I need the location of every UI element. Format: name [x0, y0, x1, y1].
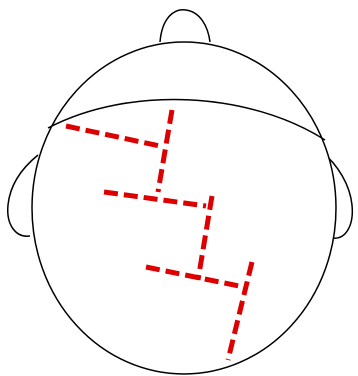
- head-outline-icon: [32, 42, 336, 374]
- nose-icon: [160, 10, 210, 42]
